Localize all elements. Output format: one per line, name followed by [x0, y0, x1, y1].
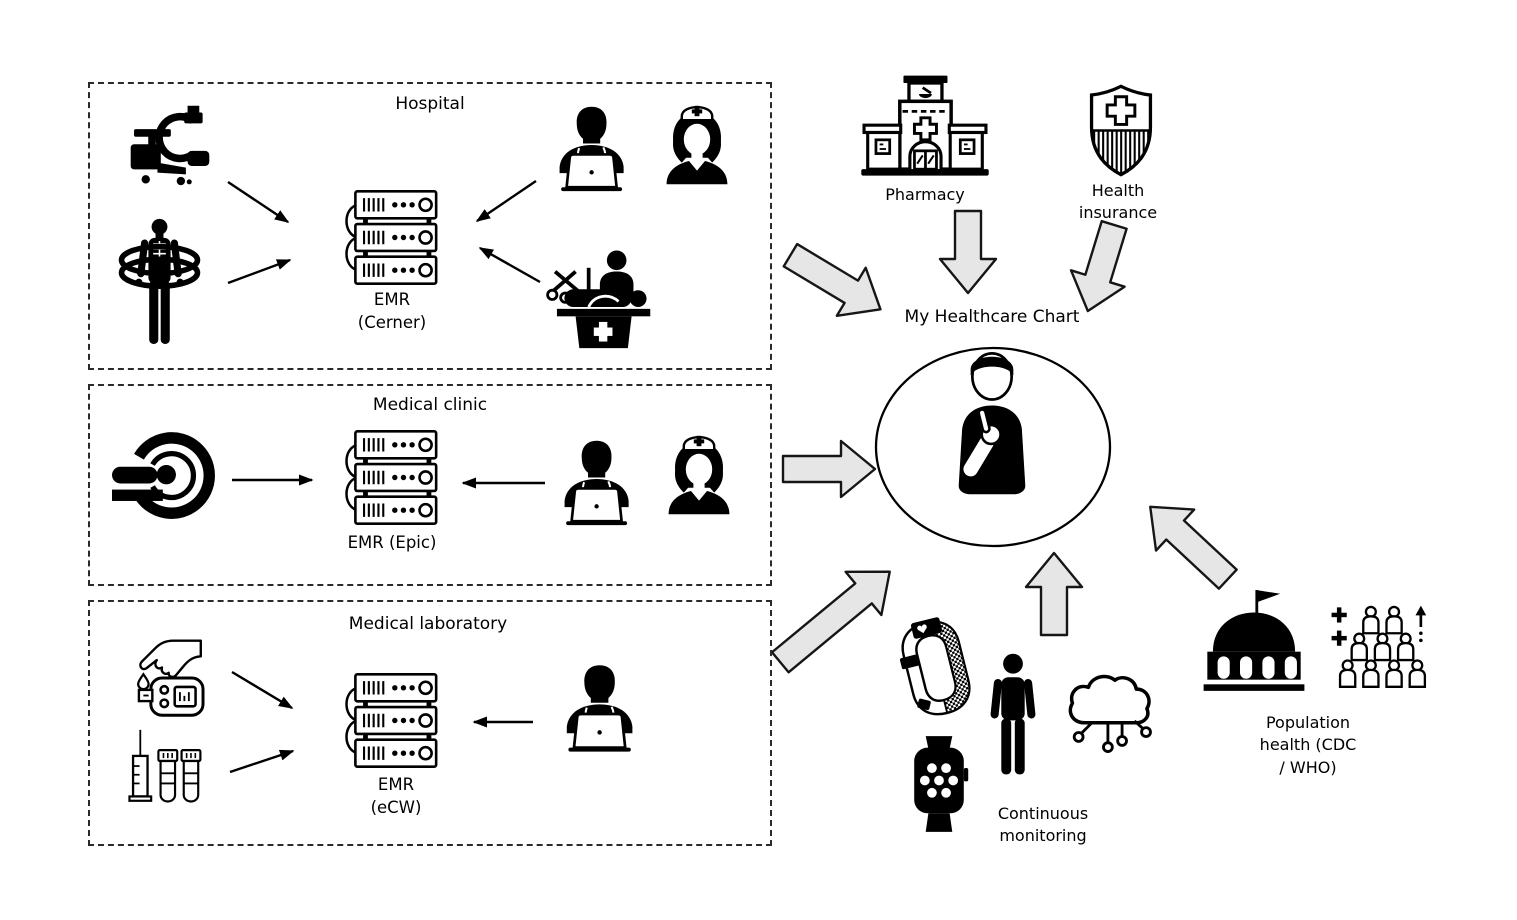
emr-ecw-label: EMR (eCW) — [370, 775, 422, 818]
glucose-meter-icon — [137, 639, 205, 717]
flow-arrow-population — [1149, 505, 1238, 590]
pharmacy-label: Pharmacy — [885, 185, 965, 204]
fitness-band-icon — [899, 617, 971, 716]
center-title: My Healthcare Chart — [904, 307, 1080, 327]
c-arm-xray-icon — [130, 105, 210, 186]
doctor-laptop-icon — [558, 652, 642, 768]
government-building-icon — [1203, 590, 1305, 691]
server-rack-icon — [340, 672, 440, 769]
person-icon — [990, 653, 1036, 775]
flow-arrow-monitoring — [1024, 551, 1084, 637]
monitoring-label: Continuous monitoring — [997, 804, 1089, 846]
emr-epic-label: EMR (Epic) — [347, 533, 437, 552]
insurance-label: Health insurance — [1078, 181, 1158, 223]
clinic-title: Medical clinic — [372, 395, 488, 415]
body-scanner-icon — [118, 218, 201, 344]
server-rack-icon — [340, 429, 440, 526]
nurse-icon — [657, 96, 737, 186]
emr-cerner-label: EMR (Cerner) — [357, 290, 427, 333]
nurse-icon — [659, 426, 739, 516]
flow-arrow-insurance — [1069, 219, 1128, 313]
arrow-doctor-to-emr-hospital — [475, 180, 537, 222]
medical-clinic-box — [88, 384, 772, 586]
patient-self-icon — [958, 352, 1026, 495]
syringe-test-tubes-icon — [128, 729, 202, 803]
arrow-samples-to-emr — [229, 749, 295, 774]
population-label: Population health (CDC / WHO) — [1259, 713, 1357, 777]
laboratory-title: Medical laboratory — [348, 614, 508, 634]
doctor-laptop-icon — [551, 94, 633, 207]
arrow-scanner-to-emr — [227, 258, 292, 285]
flow-arrow-clinic — [781, 439, 877, 499]
pharmacy-building-icon — [861, 75, 989, 176]
medical-laboratory-box — [88, 600, 772, 846]
flow-arrow-hospital — [782, 242, 882, 317]
arrow-carm-to-emr — [227, 181, 290, 223]
insurance-shield-icon — [1089, 84, 1153, 177]
flow-arrow-laboratory — [770, 570, 891, 674]
smartwatch-icon — [914, 736, 969, 832]
hospital-title: Hospital — [395, 94, 465, 114]
arrow-surgery-to-emr — [478, 246, 541, 284]
population-crowd-icon — [1331, 605, 1427, 688]
doctor-laptop-icon — [556, 428, 638, 541]
my-chart-circle — [874, 346, 1112, 548]
operating-table-icon — [546, 250, 651, 349]
flow-arrow-pharmacy — [938, 209, 998, 295]
cloud-network-icon — [1068, 674, 1152, 753]
hospital-box — [88, 82, 772, 370]
arrow-glucose-to-emr — [231, 670, 294, 710]
mri-scanner-icon — [111, 432, 215, 519]
server-rack-icon — [340, 189, 440, 286]
